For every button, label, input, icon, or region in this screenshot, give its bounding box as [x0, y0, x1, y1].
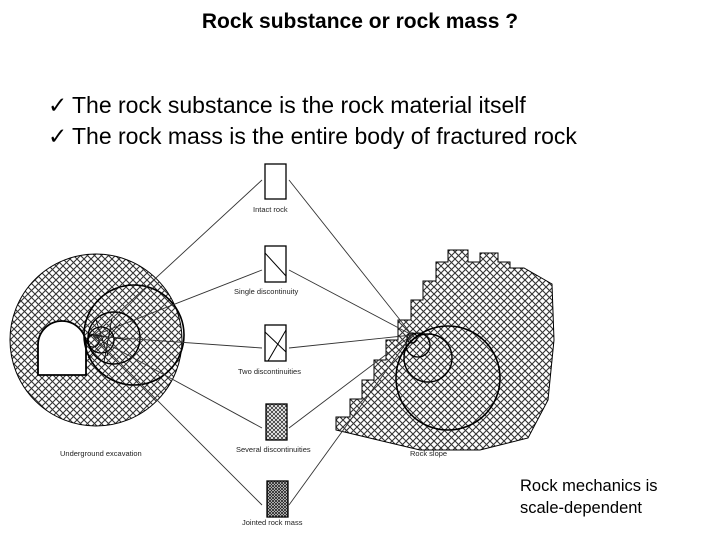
underground-excavation-figure: Underground excavation	[9, 253, 185, 458]
scale-circle	[406, 332, 418, 344]
scale-circle	[395, 325, 501, 431]
scale-circle	[87, 326, 115, 354]
scale-circle	[86, 334, 100, 348]
checkmark-icon: ✓	[48, 123, 68, 149]
scale-circle	[403, 333, 453, 383]
slope-rock-mass	[335, 249, 555, 451]
bullet-text: The rock mass is the entire body of frac…	[72, 123, 577, 149]
sample-single-discontinuity: Single discontinuity	[234, 245, 298, 296]
scale-dependence-note: Rock mechanics is scale-dependent	[520, 475, 715, 519]
scale-effect-diagram: Underground excavation Rock slope Intact…	[9, 163, 555, 527]
scale-circle	[405, 332, 431, 358]
sample-intact: Intact rock	[253, 163, 288, 214]
sample-two-discontinuities: Two discontinuities	[238, 324, 301, 376]
rock-slope-figure: Rock slope	[335, 249, 555, 458]
tunnel-opening	[37, 320, 87, 376]
bullet-list: ✓The rock substance is the rock material…	[48, 90, 708, 152]
underground-excavation-label: Underground excavation	[60, 449, 142, 458]
rock-mass-region	[9, 253, 183, 427]
bullet-item: ✓The rock substance is the rock material…	[48, 90, 708, 121]
intact-rock-label: Intact rock	[253, 205, 288, 214]
checkmark-icon: ✓	[48, 92, 68, 118]
bullet-text: The rock substance is the rock material …	[72, 92, 526, 118]
scale-circle	[83, 284, 185, 386]
note-line: scale-dependent	[520, 499, 643, 517]
sample-several-discontinuities: Several discontinuities	[236, 403, 311, 454]
slide-title: Rock substance or rock mass ?	[201, 10, 519, 33]
connector-lines	[92, 179, 413, 506]
bullet-item: ✓The rock mass is the entire body of fra…	[48, 121, 708, 152]
single-discontinuity-label: Single discontinuity	[234, 287, 298, 296]
several-discontinuities-label: Several discontinuities	[236, 445, 311, 454]
note-line: Rock mechanics is	[520, 477, 658, 495]
sample-jointed-rock-mass: Jointed rock mass	[242, 480, 303, 527]
joint-traces	[87, 317, 129, 363]
rock-slope-label: Rock slope	[410, 449, 447, 458]
two-discontinuities-label: Two discontinuities	[238, 367, 301, 376]
jointed-rock-mass-label: Jointed rock mass	[242, 518, 303, 527]
